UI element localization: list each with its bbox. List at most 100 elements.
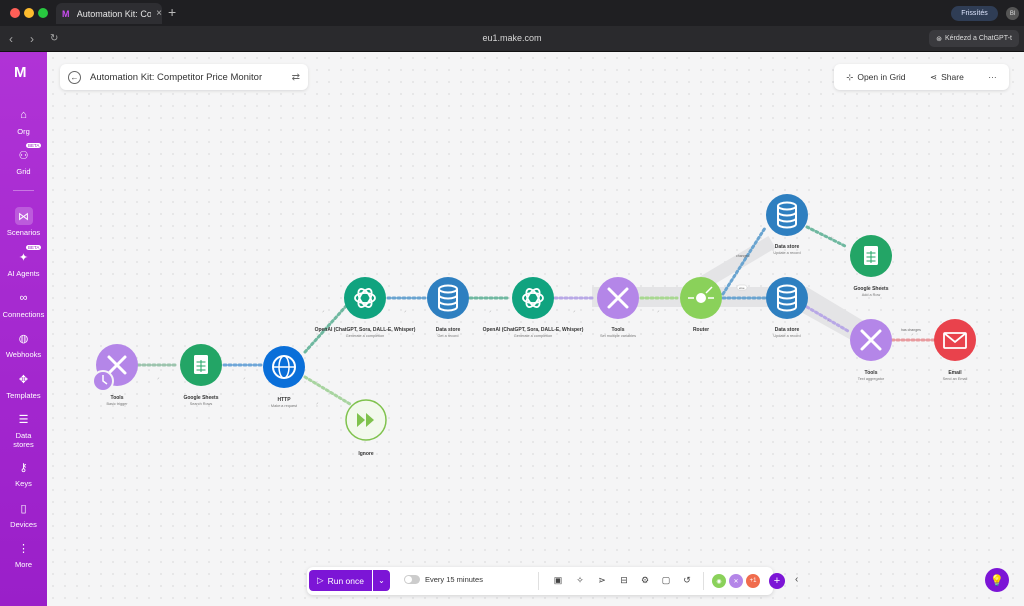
undo-icon[interactable]: ↺	[683, 574, 691, 585]
notes-icon[interactable]: ▢	[661, 574, 671, 585]
module-label: OpenAI (ChatGPT, Sora, DALL-E, Whisper)	[483, 327, 584, 333]
maximize-window-button[interactable]	[38, 8, 48, 18]
share-button[interactable]: ⋖Share	[930, 72, 964, 83]
sidebar-item-org[interactable]: ⌂ Org	[0, 106, 47, 136]
filter-else-pill[interactable]	[736, 284, 748, 291]
filter-icon[interactable]: ⸝	[243, 375, 246, 381]
more-apps-mini-badge[interactable]: +1	[746, 574, 760, 588]
sidebar-item-grid[interactable]: ⚇ BETA Grid	[0, 143, 47, 176]
module-label: Tools	[865, 370, 878, 376]
filter-icon[interactable]: ⸝	[404, 308, 407, 314]
sidebar-item-connections[interactable]: ∞ Connections	[0, 289, 47, 319]
module-openai-completion-2[interactable]: OpenAI (ChatGPT, Sora, DALL-E, Whisper) …	[483, 277, 584, 338]
minimize-window-button[interactable]	[24, 8, 34, 18]
sidebar-item-scenarios[interactable]: ⋈ Scenarios	[0, 207, 47, 237]
run-once-button[interactable]: ▷ Run once	[309, 570, 372, 591]
module-label: OpenAI (ChatGPT, Sora, DALL-E, Whisper)	[315, 327, 416, 333]
ask-chatgpt-button[interactable]: ⊛ Kérdezd a ChatGPT-t	[929, 30, 1019, 47]
settings-gear-icon[interactable]: ⚙	[640, 574, 650, 585]
collapse-toolbar-icon[interactable]: ‹	[795, 574, 799, 585]
schedule-toggle[interactable]	[404, 575, 420, 584]
scenario-canvas[interactable]: ← Automation Kit: Competitor Price Monit…	[47, 52, 1024, 606]
filter-label-changed[interactable]: changed	[736, 254, 749, 258]
sidebar-item-more[interactable]: ⋮ More	[0, 539, 47, 570]
update-button[interactable]: Frissítés	[951, 6, 998, 21]
filter-icon[interactable]: ⸝	[911, 331, 914, 337]
module-label: Ignore	[358, 451, 373, 457]
module-http-request[interactable]: HTTP Make a request	[263, 346, 305, 408]
swap-icon[interactable]: ⇄	[291, 71, 300, 83]
module-openai-completion-1[interactable]: OpenAI (ChatGPT, Sora, DALL-E, Whisper) …	[315, 277, 416, 338]
grid-icon: ⚇	[18, 149, 29, 162]
sidebar-item-keys[interactable]: ⚷ Keys	[0, 458, 47, 489]
schedule-control[interactable]: Every 15 minutes	[404, 575, 483, 584]
filter-icon[interactable]: ⸝	[830, 234, 833, 240]
module-data-store-get[interactable]: Data store Get a record	[427, 277, 469, 338]
sidebar-item-devices[interactable]: ▯ Devices	[0, 499, 47, 530]
database-icon: ☰	[18, 413, 29, 426]
router-mini-icon[interactable]: ◉	[712, 574, 726, 588]
open-in-grid-button[interactable]: ⊹Open in Grid	[846, 72, 905, 83]
sidebar-item-templates[interactable]: ✥ Templates	[0, 370, 47, 401]
database-icon	[777, 201, 797, 229]
module-google-sheets-search[interactable]: Google Sheets Search Rows	[180, 344, 222, 406]
sidebar-item-label: Devices	[10, 520, 37, 529]
module-google-sheets-add-row[interactable]: Google Sheets Add a Row	[850, 235, 892, 297]
add-module-button[interactable]: +	[769, 573, 785, 589]
flow-control-icon[interactable]: ⋗	[598, 574, 606, 585]
close-window-button[interactable]	[10, 8, 20, 18]
tools-mini-icon[interactable]: ✕	[729, 574, 743, 588]
module-tools-set-variables[interactable]: Tools Set multiple variables	[597, 277, 639, 338]
scenario-title[interactable]: Automation Kit: Competitor Price Monitor	[90, 71, 263, 83]
module-sub: Add a Row	[862, 293, 881, 297]
tab-title: Automation Kit: Com	[76, 8, 152, 19]
help-lightbulb-button[interactable]: 💡	[985, 568, 1009, 592]
console-icon[interactable]: ⊟	[620, 574, 628, 585]
filter-icon[interactable]: ⸝	[316, 400, 319, 406]
url-text[interactable]: eu1.make.com	[482, 33, 542, 43]
schedule-label: Every 15 minutes	[425, 575, 483, 584]
more-options-button[interactable]: ···	[988, 72, 997, 82]
save-icon[interactable]: ▣	[553, 574, 563, 585]
module-tools-text-aggregator[interactable]: Tools Text aggregator	[850, 319, 892, 381]
module-label: Data store	[775, 327, 800, 333]
filter-icon[interactable]: ⸝	[573, 308, 576, 314]
module-router[interactable]: Router	[680, 277, 722, 333]
module-sub: Set multiple variables	[600, 334, 636, 338]
browser-tab[interactable]: M Automation Kit: Com ×	[56, 3, 162, 24]
router-path-upper	[697, 235, 776, 291]
module-sub: Text aggregator	[858, 377, 885, 381]
module-label: Google Sheets	[183, 395, 218, 401]
filter-label-has-changes[interactable]: has changes	[901, 328, 921, 332]
profile-avatar[interactable]: Bl	[1006, 7, 1019, 20]
filter-icon[interactable]: ⸝	[157, 375, 160, 381]
connector	[805, 225, 849, 249]
fast-forward-icon	[357, 413, 374, 427]
module-label: HTTP	[277, 397, 291, 403]
make-logo[interactable]: M	[14, 64, 27, 81]
filter-icon[interactable]: ⸝	[657, 308, 660, 314]
module-data-store-update-upper[interactable]: Data store Update a record	[766, 194, 808, 255]
new-tab-icon[interactable]: +	[168, 4, 177, 20]
sidebar-item-webhooks[interactable]: ◍ Webhooks	[0, 329, 47, 360]
sidebar-item-data-stores[interactable]: ☰ Data stores	[0, 410, 47, 450]
back-nav-icon[interactable]: ‹	[9, 32, 13, 46]
tab-close-icon[interactable]: ×	[156, 8, 162, 19]
reload-icon[interactable]: ↻	[50, 33, 59, 44]
tools-icon	[860, 329, 882, 351]
module-data-store-update-lower[interactable]: Data store Update a record	[766, 277, 808, 338]
module-email-send[interactable]: Email Send an Email	[934, 319, 976, 381]
run-options-dropdown[interactable]: ⌄	[373, 570, 390, 591]
share-icon: ⋖	[930, 71, 938, 82]
sidebar-item-ai-agents[interactable]: ✦ BETA AI Agents	[0, 245, 47, 278]
back-arrow-icon[interactable]: ←	[68, 70, 81, 84]
grid-icon: ⊹	[846, 71, 854, 82]
filter-icon[interactable]: ⸝	[489, 308, 492, 314]
filter-icon[interactable]: ⸝	[827, 317, 830, 323]
magic-wand-icon[interactable]: ✧	[576, 574, 584, 585]
filter-icon[interactable]: ⸝	[322, 308, 325, 314]
module-tools-basic-trigger[interactable]: Tools Basic trigger	[92, 344, 138, 406]
email-icon	[943, 332, 967, 349]
forward-nav-icon[interactable]: ›	[30, 32, 34, 46]
module-ignore[interactable]: Ignore	[345, 399, 387, 457]
